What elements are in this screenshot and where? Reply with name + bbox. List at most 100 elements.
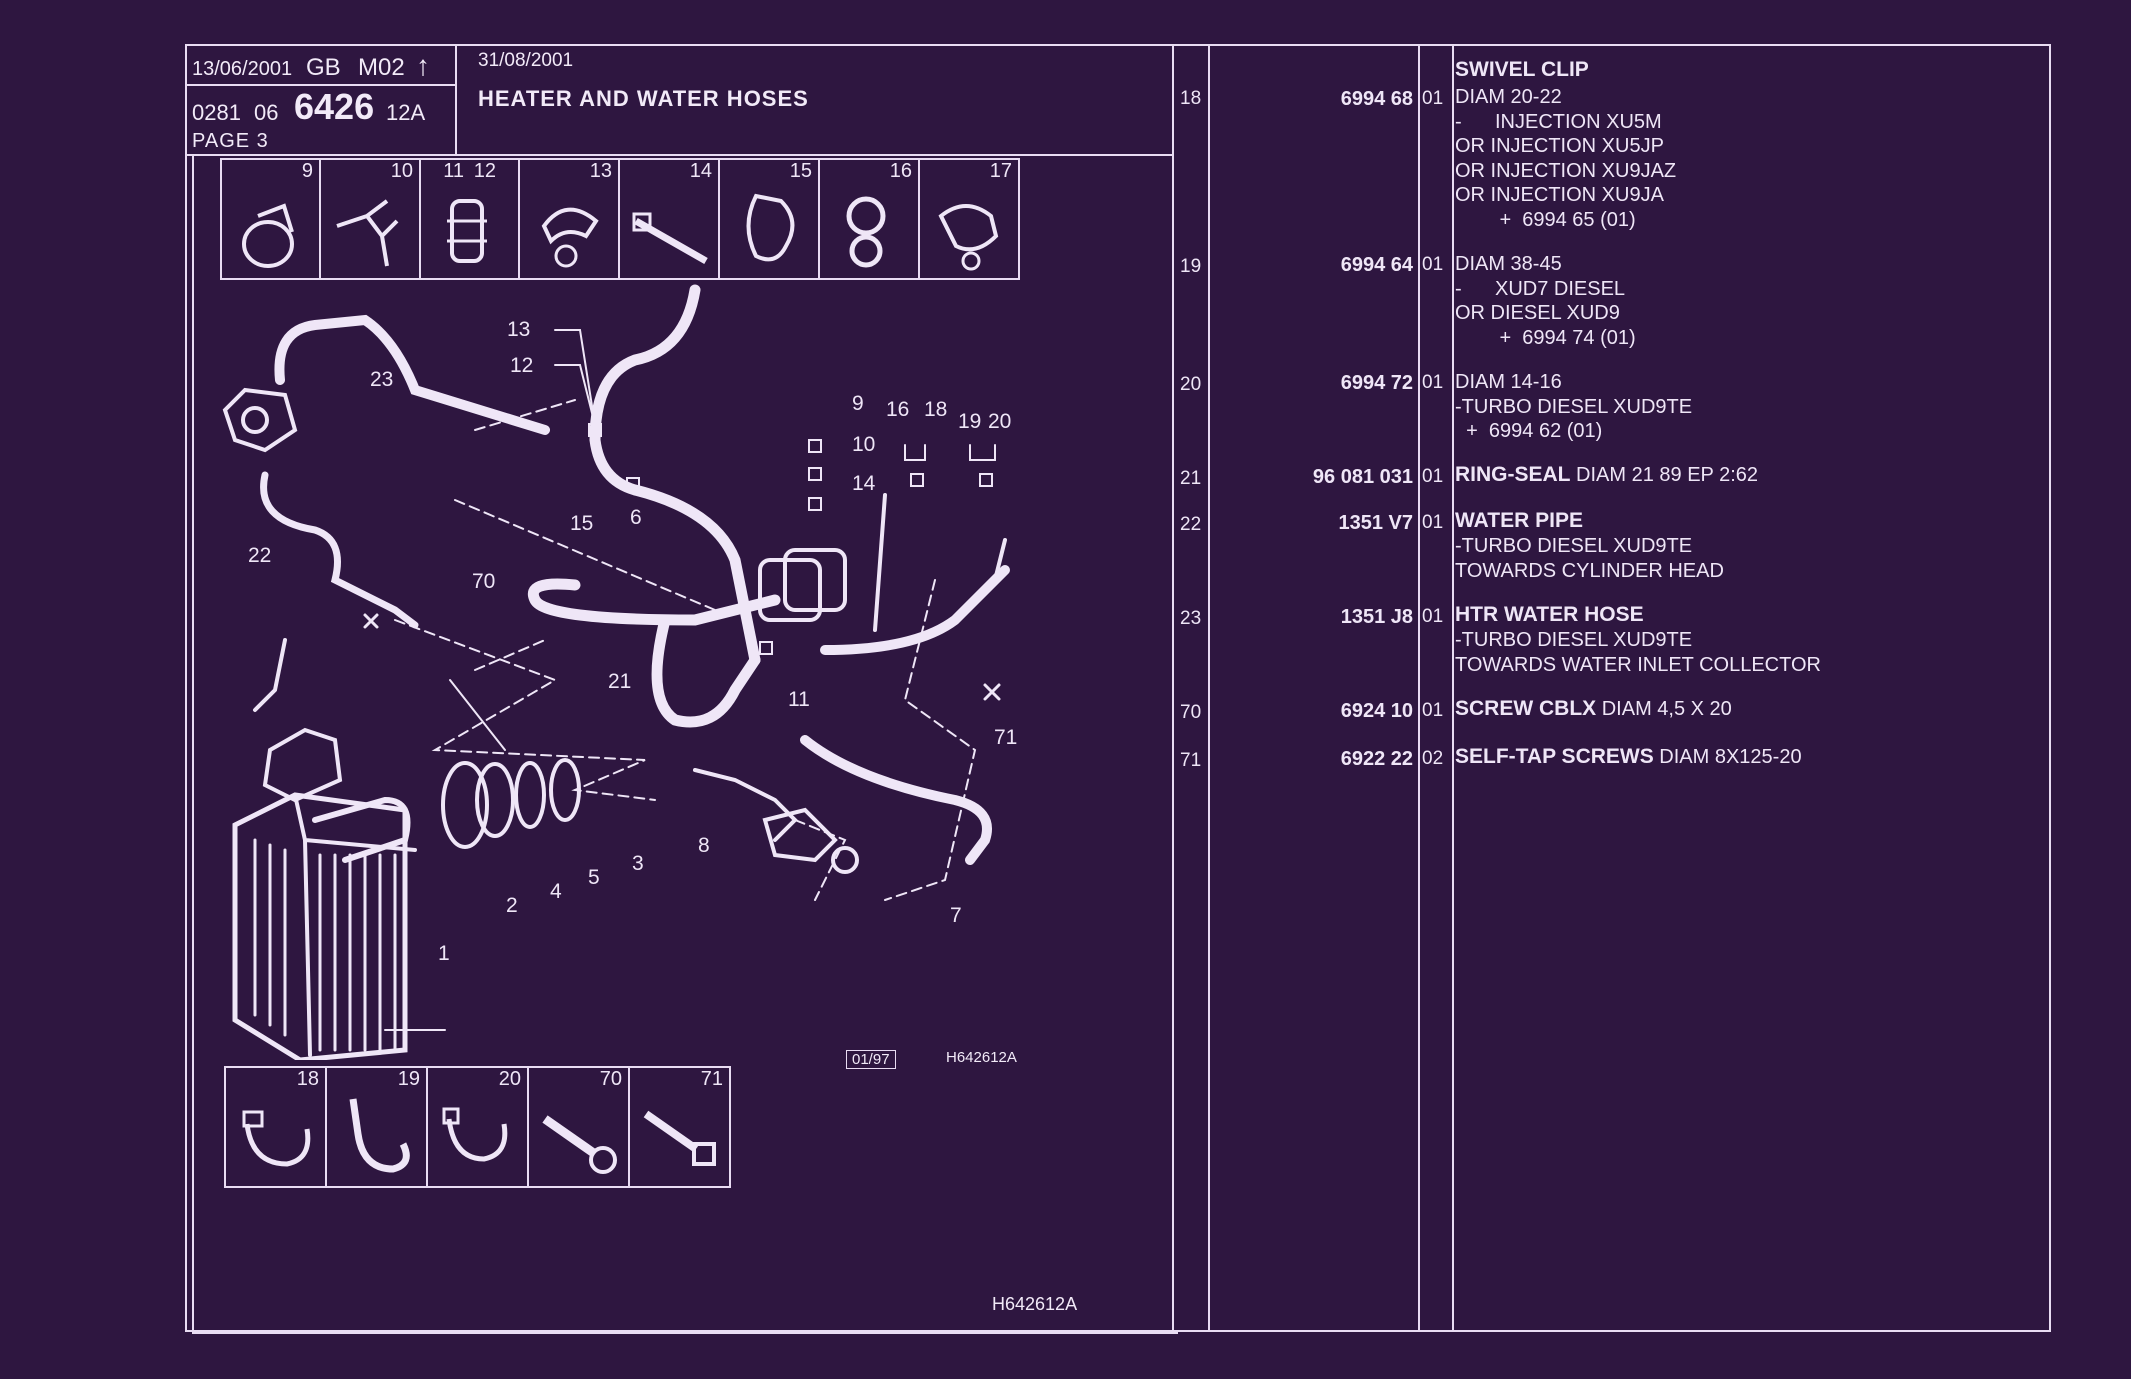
row-name: SCREW CBLX DIAM 4,5 X 20 bbox=[1455, 697, 1732, 720]
diagram-code: H642612A bbox=[946, 1049, 1017, 1066]
bracket-icon bbox=[336, 199, 399, 267]
row-name: HTR WATER HOSE bbox=[1455, 603, 1644, 626]
callout-9: 9 bbox=[852, 392, 864, 415]
row-name: SELF-TAP SCREWS DIAM 8X125-20 bbox=[1455, 745, 1802, 768]
part-icon-number: 20 bbox=[498, 1068, 521, 1090]
header-suffix: 12A bbox=[386, 100, 426, 125]
column-divider-1 bbox=[1172, 44, 1174, 1330]
part-icon-70: 70 bbox=[527, 1066, 630, 1188]
part-icon-9: 9 bbox=[220, 158, 321, 280]
part-icon-number: 10 bbox=[390, 160, 413, 182]
cap-icon bbox=[541, 207, 599, 268]
part-icon-number: 15 bbox=[789, 160, 812, 182]
header-code-2: 06 bbox=[254, 100, 279, 125]
row-part-number: 6924 10 bbox=[1340, 700, 1413, 722]
callout-16: 16 bbox=[886, 398, 910, 421]
screw-icon bbox=[542, 1115, 617, 1174]
callout-20: 20 bbox=[988, 410, 1012, 433]
part-icon-number: 19 bbox=[397, 1068, 420, 1090]
row-qty: 02 bbox=[1422, 748, 1444, 769]
row-part-number: 6994 72 bbox=[1340, 372, 1413, 394]
part-icon-11-12: 11 12 bbox=[419, 158, 520, 280]
callout-23: 23 bbox=[370, 368, 394, 391]
part-icon-19: 19 bbox=[325, 1066, 428, 1188]
row-qty: 01 bbox=[1422, 88, 1444, 109]
callout-8: 8 bbox=[698, 834, 710, 857]
callout-12: 12 bbox=[510, 354, 534, 377]
header-page: PAGE 3 bbox=[192, 130, 269, 152]
row-ref: 18 bbox=[1180, 88, 1202, 109]
tie-strap-icon bbox=[632, 212, 708, 265]
part-icon-17: 17 bbox=[918, 158, 1020, 280]
row-name: WATER PIPE bbox=[1455, 509, 1583, 532]
part-icon-15: 15 bbox=[718, 158, 820, 280]
page-left-edge bbox=[192, 154, 194, 1334]
header-divider bbox=[455, 44, 457, 156]
header-group-number: 6426 bbox=[294, 86, 375, 127]
up-arrow-icon: ↑ bbox=[416, 50, 430, 81]
part-icon-number: 71 bbox=[700, 1068, 723, 1090]
exploded-diagram bbox=[222, 284, 1010, 1060]
row-description: DIAM 14-16-TURBO DIESEL XUD9TE + 6994 62… bbox=[1455, 371, 1693, 442]
row-qty: 01 bbox=[1422, 512, 1444, 533]
row-ref: 19 bbox=[1180, 256, 1202, 277]
clip-icon bbox=[746, 193, 795, 262]
header-mid-rule bbox=[185, 84, 455, 86]
callout-4: 4 bbox=[550, 880, 562, 903]
small-clip-icon bbox=[442, 1107, 508, 1162]
callout-19: 19 bbox=[958, 410, 982, 433]
part-icon-20: 20 bbox=[426, 1066, 529, 1188]
hose-connector-icon bbox=[938, 204, 999, 271]
callout-1: 1 bbox=[438, 942, 450, 965]
large-clip-icon bbox=[349, 1098, 410, 1173]
header-bottom-rule bbox=[185, 154, 1173, 156]
clamp-icon bbox=[242, 203, 294, 268]
part-icon-18: 18 bbox=[224, 1066, 327, 1188]
column-divider-2 bbox=[1208, 44, 1210, 1330]
part-icon-number: 13 bbox=[589, 160, 612, 182]
callout-11: 11 bbox=[788, 688, 810, 711]
swivel-clip-icon bbox=[242, 1110, 311, 1167]
part-icon-71: 71 bbox=[628, 1066, 731, 1188]
part-icon-number: 17 bbox=[989, 160, 1012, 182]
row-part-number: 6994 68 bbox=[1340, 88, 1413, 110]
row-qty: 01 bbox=[1422, 700, 1444, 721]
callout-70: 70 bbox=[472, 570, 496, 593]
callout-13: 13 bbox=[507, 318, 531, 341]
row-part-number: 1351 V7 bbox=[1338, 512, 1413, 534]
part-icon-number: 16 bbox=[889, 160, 912, 182]
part-icon-number: 70 bbox=[599, 1068, 622, 1090]
column-divider-4 bbox=[1452, 44, 1454, 1330]
header-code-1: 0281 bbox=[192, 100, 241, 125]
part-icon-number: 12 bbox=[473, 160, 496, 182]
callout-7: 7 bbox=[950, 904, 962, 927]
page-bottom-edge bbox=[192, 1332, 1178, 1334]
row-part-number: 96 081 031 bbox=[1312, 466, 1413, 488]
callout-14: 14 bbox=[852, 472, 876, 495]
callout-21: 21 bbox=[608, 670, 632, 693]
row-name: SWIVEL CLIP bbox=[1455, 58, 1589, 81]
diagram-version-box: 01/97 bbox=[846, 1050, 896, 1069]
callout-18: 18 bbox=[924, 398, 948, 421]
callout-22: 22 bbox=[248, 544, 272, 567]
header-model: M02 bbox=[358, 54, 405, 81]
callout-71: 71 bbox=[994, 726, 1018, 749]
hose-clip-icon bbox=[447, 199, 487, 263]
row-part-number: 6922 22 bbox=[1340, 748, 1413, 770]
row-qty: 01 bbox=[1422, 606, 1444, 627]
page-title: HEATER AND WATER HOSES bbox=[478, 86, 809, 111]
drawing-reference: H642612A bbox=[992, 1294, 1078, 1314]
double-clip-icon bbox=[846, 196, 886, 268]
callout-2: 2 bbox=[506, 894, 518, 917]
row-ref: 21 bbox=[1180, 468, 1202, 489]
callout-5: 5 bbox=[588, 866, 600, 889]
part-icon-14: 14 bbox=[618, 158, 720, 280]
callout-6: 6 bbox=[630, 506, 642, 529]
row-qty: 01 bbox=[1422, 372, 1444, 393]
row-ref: 23 bbox=[1180, 608, 1202, 629]
row-part-number: 6994 64 bbox=[1340, 254, 1413, 276]
callout-3: 3 bbox=[632, 852, 644, 875]
